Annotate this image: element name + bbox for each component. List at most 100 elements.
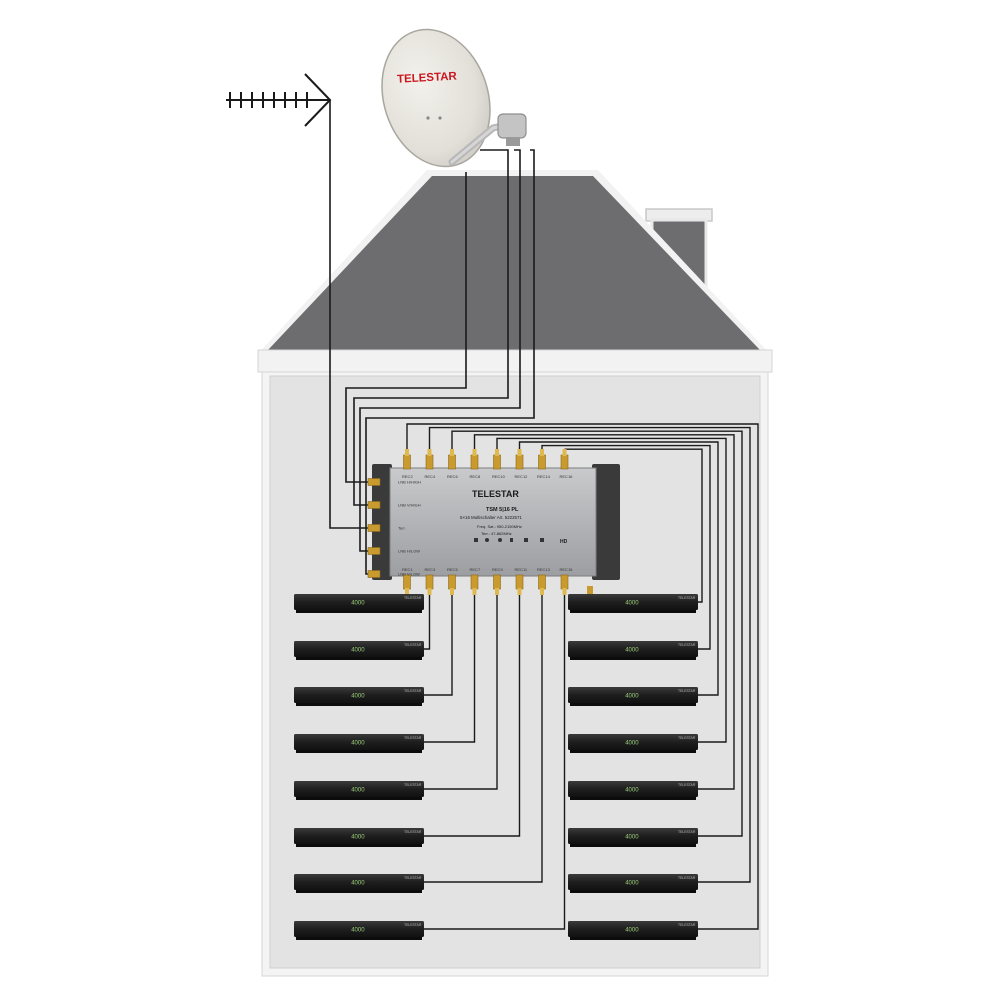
- receiver-brand: TELESTAR: [404, 830, 422, 834]
- receiver-base: [570, 844, 696, 847]
- bottom-port-tip: [562, 588, 567, 595]
- terrestrial-antenna: [226, 73, 332, 127]
- left-receiver: 4000 TELESTAR: [294, 874, 424, 893]
- receiver-display: 4000: [351, 741, 365, 747]
- receiver-base: [296, 703, 422, 706]
- bottom-port-connector: [515, 574, 524, 590]
- receiver-display: 4000: [625, 648, 639, 654]
- receiver-base: [296, 844, 422, 847]
- receiver-base: [570, 797, 696, 800]
- receiver-base: [296, 610, 422, 613]
- receiver-body: [568, 781, 698, 797]
- receiver-brand: TELESTAR: [678, 596, 696, 600]
- receiver-body: [568, 687, 698, 703]
- receiver-body: [568, 594, 698, 610]
- bottom-port-label: REC7: [470, 567, 481, 572]
- receiver-body: [568, 734, 698, 750]
- receivers-right-column: 4000TELESTAR4000TELESTAR4000TELESTAR4000…: [568, 594, 698, 940]
- bottom-port-connector: [538, 574, 546, 590]
- top-port-connector: [448, 454, 456, 470]
- top-port-connector: [538, 454, 546, 470]
- receiver-brand: TELESTAR: [404, 876, 422, 880]
- bottom-port-connector: [425, 574, 434, 590]
- top-port-tip: [495, 449, 499, 456]
- receivers-left-column: 4000TELESTAR4000TELESTAR4000TELESTAR4000…: [294, 594, 424, 940]
- receiver-brand: TELESTAR: [678, 689, 696, 693]
- receiver-base: [570, 750, 696, 753]
- receiver-display: 4000: [351, 835, 365, 841]
- receiver-brand: TELESTAR: [404, 596, 422, 600]
- receiver-base: [296, 750, 422, 753]
- top-port-tip: [517, 449, 522, 456]
- bottom-port-tip: [540, 588, 544, 595]
- input-port-label: Terr.: [398, 526, 406, 531]
- dish-brand: TELESTAR: [397, 71, 458, 86]
- receiver-base: [296, 657, 422, 660]
- receiver-body: [568, 921, 698, 937]
- input-port-connector: [367, 547, 381, 555]
- cable-lnb-1: [345, 172, 467, 483]
- multiswitch-body: [389, 467, 597, 577]
- top-port-tip: [450, 449, 454, 456]
- cable-left-receiver: [424, 595, 498, 790]
- receiver-body: [568, 828, 698, 844]
- receiver-display: 4000: [351, 881, 365, 887]
- top-port-label: REC8: [470, 474, 481, 479]
- receiver-display: 4000: [351, 928, 365, 934]
- receiver-base: [570, 703, 696, 706]
- roof: [268, 176, 760, 350]
- bottom-port-label: REC3: [425, 567, 436, 572]
- receiver-base: [296, 890, 422, 893]
- receiver-body: [294, 734, 424, 750]
- receiver-body: [568, 641, 698, 657]
- multiswitch-model: TSM 5|16 PL: [486, 507, 519, 513]
- input-port-label: LNB V/HIGH: [398, 503, 421, 508]
- cable-left-receiver: [424, 595, 476, 743]
- bottom-port-tip: [495, 588, 499, 595]
- receiver-display: 4000: [625, 741, 639, 747]
- receiver-brand: TELESTAR: [404, 783, 422, 787]
- bottom-port-label: REC1: [402, 567, 413, 572]
- receiver-body: [294, 921, 424, 937]
- bottom-port-connector: [403, 574, 411, 590]
- satellite-dish: TELESTAR: [381, 28, 527, 168]
- multiswitch-freq-sat: Freq. Sat.: 950-2150MHz: [477, 524, 522, 529]
- receiver-base: [570, 937, 696, 940]
- top-port-label: REC10: [492, 474, 506, 479]
- input-port-connector: [367, 501, 381, 509]
- cable-right-receiver: [518, 441, 719, 696]
- input-port-connector: [367, 570, 381, 578]
- lnb: [497, 113, 527, 139]
- receiver-body: [294, 594, 424, 610]
- multiswitch-description: 5×16 Multischalter Art. 5222571: [460, 515, 522, 520]
- cable-left-receiver: [424, 595, 521, 837]
- cable-right-receiver: [473, 434, 735, 790]
- terr-loop-connector: [587, 586, 593, 596]
- receiver-base: [296, 797, 422, 800]
- input-port-label: LNB V/LOW: [398, 572, 420, 577]
- input-cables: [329, 100, 535, 575]
- cable-left-receiver: [424, 595, 543, 883]
- input-port-label: LNB H/HIGH: [398, 480, 421, 485]
- cable-right-receiver: [406, 423, 759, 930]
- receiver-body: [294, 687, 424, 703]
- top-port-tip: [472, 449, 477, 456]
- top-port-label: REC12: [515, 474, 529, 479]
- top-port-label: REC2: [402, 474, 413, 479]
- top-port-label: REC16: [560, 474, 574, 479]
- bottom-port-tip: [405, 588, 409, 595]
